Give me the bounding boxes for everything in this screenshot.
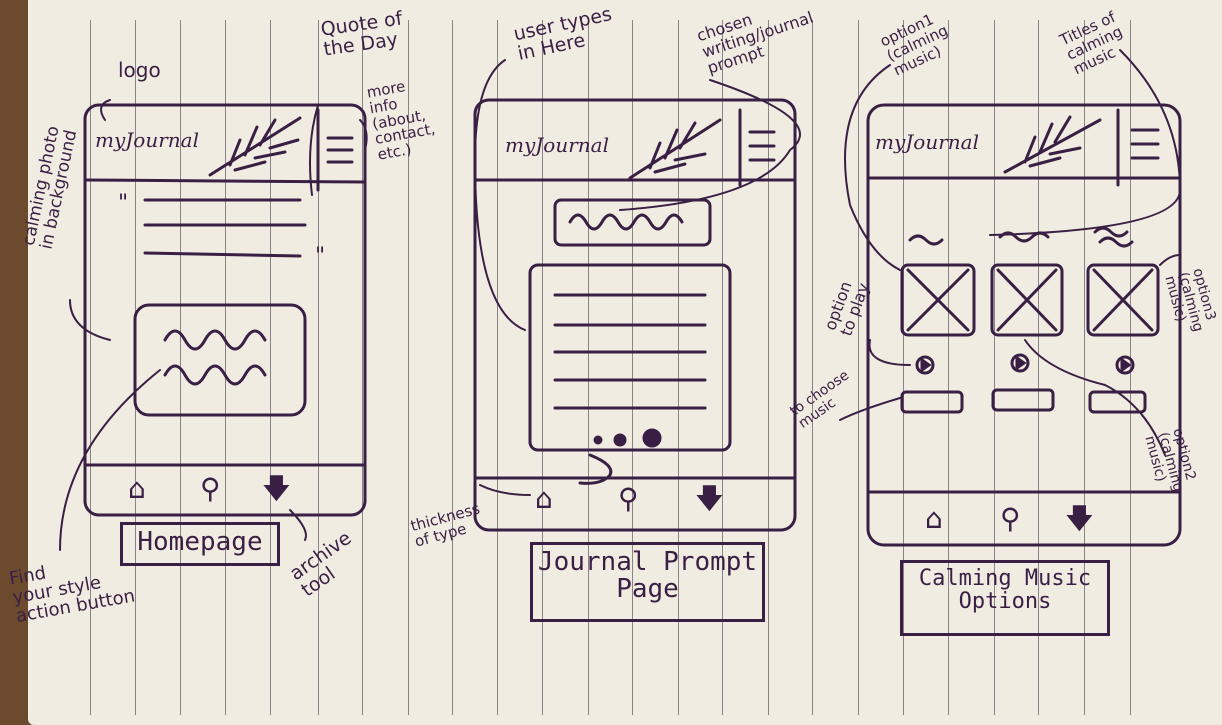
home-icon[interactable]: ⌂ bbox=[535, 482, 553, 515]
music-image-2 bbox=[990, 263, 1064, 337]
play-icon bbox=[915, 355, 935, 375]
journal-prompt-wireframe bbox=[473, 98, 797, 532]
quill-icon bbox=[208, 116, 302, 177]
quill-icon bbox=[1003, 115, 1102, 174]
hamburger-icon bbox=[326, 136, 354, 164]
home-icon[interactable]: ⌂ bbox=[128, 472, 146, 505]
annotation-logo: logo bbox=[118, 58, 161, 82]
ruled-line bbox=[812, 20, 813, 715]
hamburger-icon bbox=[748, 130, 776, 162]
ruled-line bbox=[1130, 20, 1131, 715]
type-thickness-dot-medium bbox=[613, 433, 627, 447]
phone-frame bbox=[866, 103, 1182, 547]
screen-label-journal-prompt: Journal Prompt Page bbox=[530, 542, 765, 622]
annotation-leaders bbox=[59, 49, 1182, 551]
ruled-line bbox=[948, 20, 949, 715]
music-title-3 bbox=[1093, 226, 1134, 248]
logo: myJournal bbox=[95, 128, 199, 152]
ruled-line bbox=[362, 20, 363, 715]
ruled-line bbox=[903, 20, 904, 715]
type-thickness-dot-small bbox=[593, 435, 603, 445]
ruled-line bbox=[318, 20, 319, 715]
search-icon[interactable]: ⚲ bbox=[1000, 502, 1021, 535]
logo: myJournal bbox=[875, 130, 979, 154]
quill-icon bbox=[628, 118, 722, 180]
ruled-line bbox=[1038, 20, 1039, 715]
screen-label-calming-music: Calming Music Options bbox=[900, 560, 1110, 636]
find-style-button bbox=[133, 303, 307, 417]
ruled-line bbox=[588, 20, 589, 715]
phone-frame bbox=[83, 103, 367, 517]
archive-download-icon[interactable]: 🡇 bbox=[262, 472, 291, 505]
music-title-1 bbox=[908, 234, 944, 246]
ruled-line bbox=[632, 20, 633, 715]
screen-label-homepage: Homepage bbox=[120, 522, 280, 566]
hamburger-icon bbox=[1130, 128, 1160, 160]
archive-download-icon[interactable]: 🡇 bbox=[695, 482, 724, 515]
choose-music-button-1 bbox=[900, 390, 964, 414]
calming-music-wireframe bbox=[866, 103, 1182, 547]
quote-mark-close-icon: " bbox=[315, 244, 326, 269]
home-icon[interactable]: ⌂ bbox=[925, 502, 943, 535]
search-icon[interactable]: ⚲ bbox=[200, 472, 221, 505]
ruled-line bbox=[858, 20, 859, 715]
journal-textarea bbox=[528, 263, 732, 452]
phone-frame bbox=[473, 98, 797, 532]
music-image-3 bbox=[1086, 263, 1160, 337]
quote-lines bbox=[143, 198, 307, 258]
ruled-line bbox=[768, 20, 769, 715]
music-image-1 bbox=[900, 263, 976, 337]
squiggle bbox=[163, 329, 267, 351]
ruled-line bbox=[994, 20, 995, 715]
prompt-box bbox=[553, 198, 712, 247]
squiggle bbox=[163, 364, 267, 386]
archive-download-icon[interactable]: 🡇 bbox=[1065, 502, 1094, 535]
ruled-line bbox=[452, 20, 453, 715]
quote-mark-open-icon: " bbox=[118, 191, 129, 216]
type-thickness-dot-large bbox=[642, 428, 662, 448]
play-icon bbox=[1115, 355, 1135, 375]
ruled-line bbox=[497, 20, 498, 715]
ruled-line bbox=[1084, 20, 1085, 715]
ruled-line bbox=[90, 20, 91, 715]
ruled-line bbox=[678, 20, 679, 715]
homepage-wireframe bbox=[83, 103, 367, 517]
ruled-line bbox=[722, 20, 723, 715]
play-icon bbox=[1010, 353, 1030, 373]
ruled-line bbox=[542, 20, 543, 715]
search-icon[interactable]: ⚲ bbox=[618, 482, 639, 515]
ruled-line bbox=[225, 20, 226, 715]
header-divider bbox=[83, 178, 367, 184]
logo: myJournal bbox=[505, 133, 609, 157]
ruled-line bbox=[408, 20, 409, 715]
choose-music-button-2 bbox=[991, 388, 1055, 412]
ruled-line bbox=[270, 20, 271, 715]
